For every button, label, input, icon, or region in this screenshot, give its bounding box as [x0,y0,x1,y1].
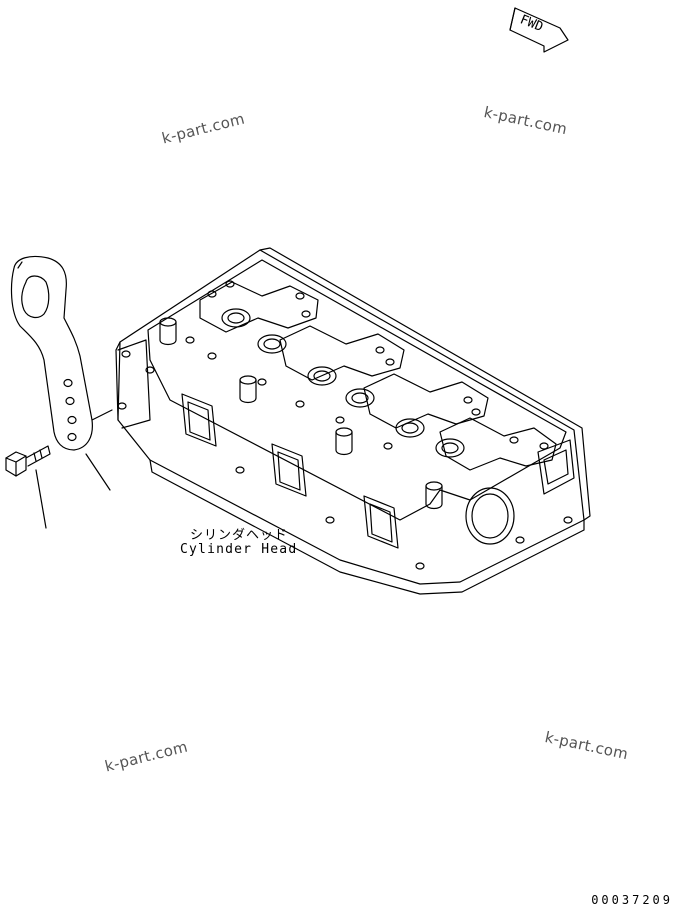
fwd-label: FWD [518,12,546,35]
cylinder-head-part [115,247,591,595]
part-label-en: Cylinder Head [180,542,298,557]
part-label-jp: シリンダヘッド [190,528,289,543]
bolt-part [5,445,51,477]
drawing-number: 00037209 [591,893,673,907]
leader-lines [35,409,113,529]
fwd-arrow-icon: FWD [509,7,569,53]
bracket-part [10,255,93,451]
